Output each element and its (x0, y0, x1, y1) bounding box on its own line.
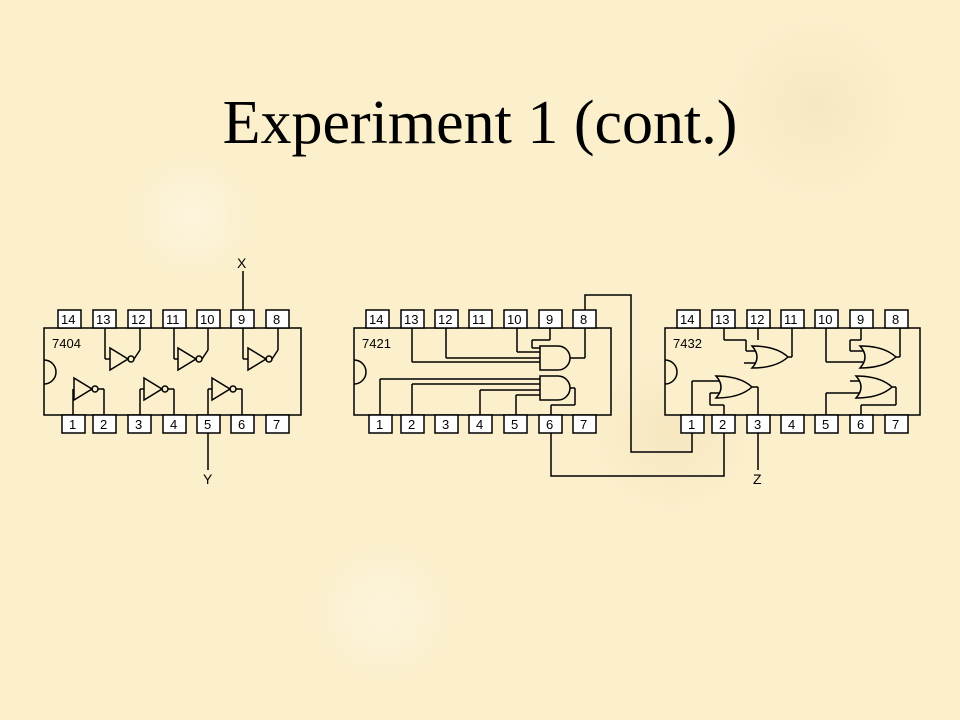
signal-x-label: X (237, 255, 247, 271)
pin-label: 13 (715, 312, 729, 327)
pin-label: 12 (438, 312, 452, 327)
pin-label: 7 (273, 417, 280, 432)
signal-y-label: Y (203, 471, 213, 487)
chip-7421-top-pins: 14 13 12 11 10 9 8 (365, 309, 597, 329)
chip-7432-bottom-pins: 1 2 3 4 5 6 7 (680, 414, 909, 434)
chip-7432: 7432 14 13 12 11 10 9 8 1 2 3 4 5 6 7 (664, 309, 921, 470)
pin-label: 1 (69, 417, 76, 432)
pin-label: 5 (822, 417, 829, 432)
chip-7421: 7421 14 13 12 11 10 9 8 1 2 3 4 5 6 7 (353, 309, 612, 434)
pin-label: 9 (857, 312, 864, 327)
pin-label: 8 (580, 312, 587, 327)
pin-label: 2 (100, 417, 107, 432)
chip-7404-bottom-pins: 1 2 3 4 5 6 7 (61, 414, 290, 434)
chip-7421-notch (353, 359, 367, 385)
pin-label: 11 (784, 312, 798, 327)
pin-label: 5 (511, 417, 518, 432)
pin-label: 7 (892, 417, 899, 432)
pin-label: 6 (857, 417, 864, 432)
pin-label: 4 (788, 417, 795, 432)
or-gates (691, 328, 901, 415)
pin-label: 6 (238, 417, 245, 432)
chip-7404-notch (43, 359, 57, 385)
signal-z-label: Z (753, 471, 762, 487)
pin-label: 3 (754, 417, 761, 432)
chip-7421-body (353, 327, 612, 416)
pin-label: 11 (472, 312, 486, 327)
pin-label: 2 (408, 417, 415, 432)
pin-label: 3 (135, 417, 142, 432)
chip-7432-top-pins: 14 13 12 11 10 9 8 (676, 309, 909, 329)
pin-label: 4 (170, 417, 177, 432)
pin-label: 12 (750, 312, 764, 327)
inverter-gates-lower (72, 376, 243, 415)
pin-label: 10 (200, 312, 214, 327)
slide-title: Experiment 1 (cont.) (222, 89, 738, 157)
pin-label: 9 (238, 312, 245, 327)
pin-label: 7 (580, 417, 587, 432)
inter-chip-wires (550, 294, 725, 477)
pin-label: 11 (166, 312, 180, 327)
and-gate-lower (379, 375, 576, 415)
pin-label: 8 (273, 312, 280, 327)
pin-label: 9 (546, 312, 553, 327)
pin-label: 6 (546, 417, 553, 432)
pin-label: 13 (404, 312, 418, 327)
pin-label: 10 (818, 312, 832, 327)
pin-label: 12 (131, 312, 145, 327)
chip-7432-label: 7432 (673, 336, 702, 351)
pin-label: 1 (688, 417, 695, 432)
pin-label: 2 (719, 417, 726, 432)
chip-7421-label: 7421 (362, 336, 391, 351)
chip-7432-notch (664, 359, 678, 385)
pin-label: 4 (476, 417, 483, 432)
chip-7404-body (43, 327, 302, 416)
pin-label: 1 (376, 417, 383, 432)
pin-label: 10 (507, 312, 521, 327)
pin-label: 13 (96, 312, 110, 327)
pin-label: 8 (892, 312, 899, 327)
chip-7404-top-pins: 14 13 12 11 10 9 8 (57, 309, 290, 329)
pin-label: 14 (61, 312, 75, 327)
pin-label: 3 (442, 417, 449, 432)
pin-label: 5 (204, 417, 211, 432)
chip-7404-label: 7404 (52, 336, 81, 351)
pin-label: 14 (369, 312, 383, 327)
and-gate-upper (411, 328, 586, 371)
pin-label: 14 (680, 312, 694, 327)
chip-7404: 7404 14 13 12 11 10 9 8 1 2 3 4 5 6 7 (43, 271, 302, 470)
chip-7421-bottom-pins: 1 2 3 4 5 6 7 (368, 414, 597, 434)
inverter-gates-upper (104, 328, 279, 372)
